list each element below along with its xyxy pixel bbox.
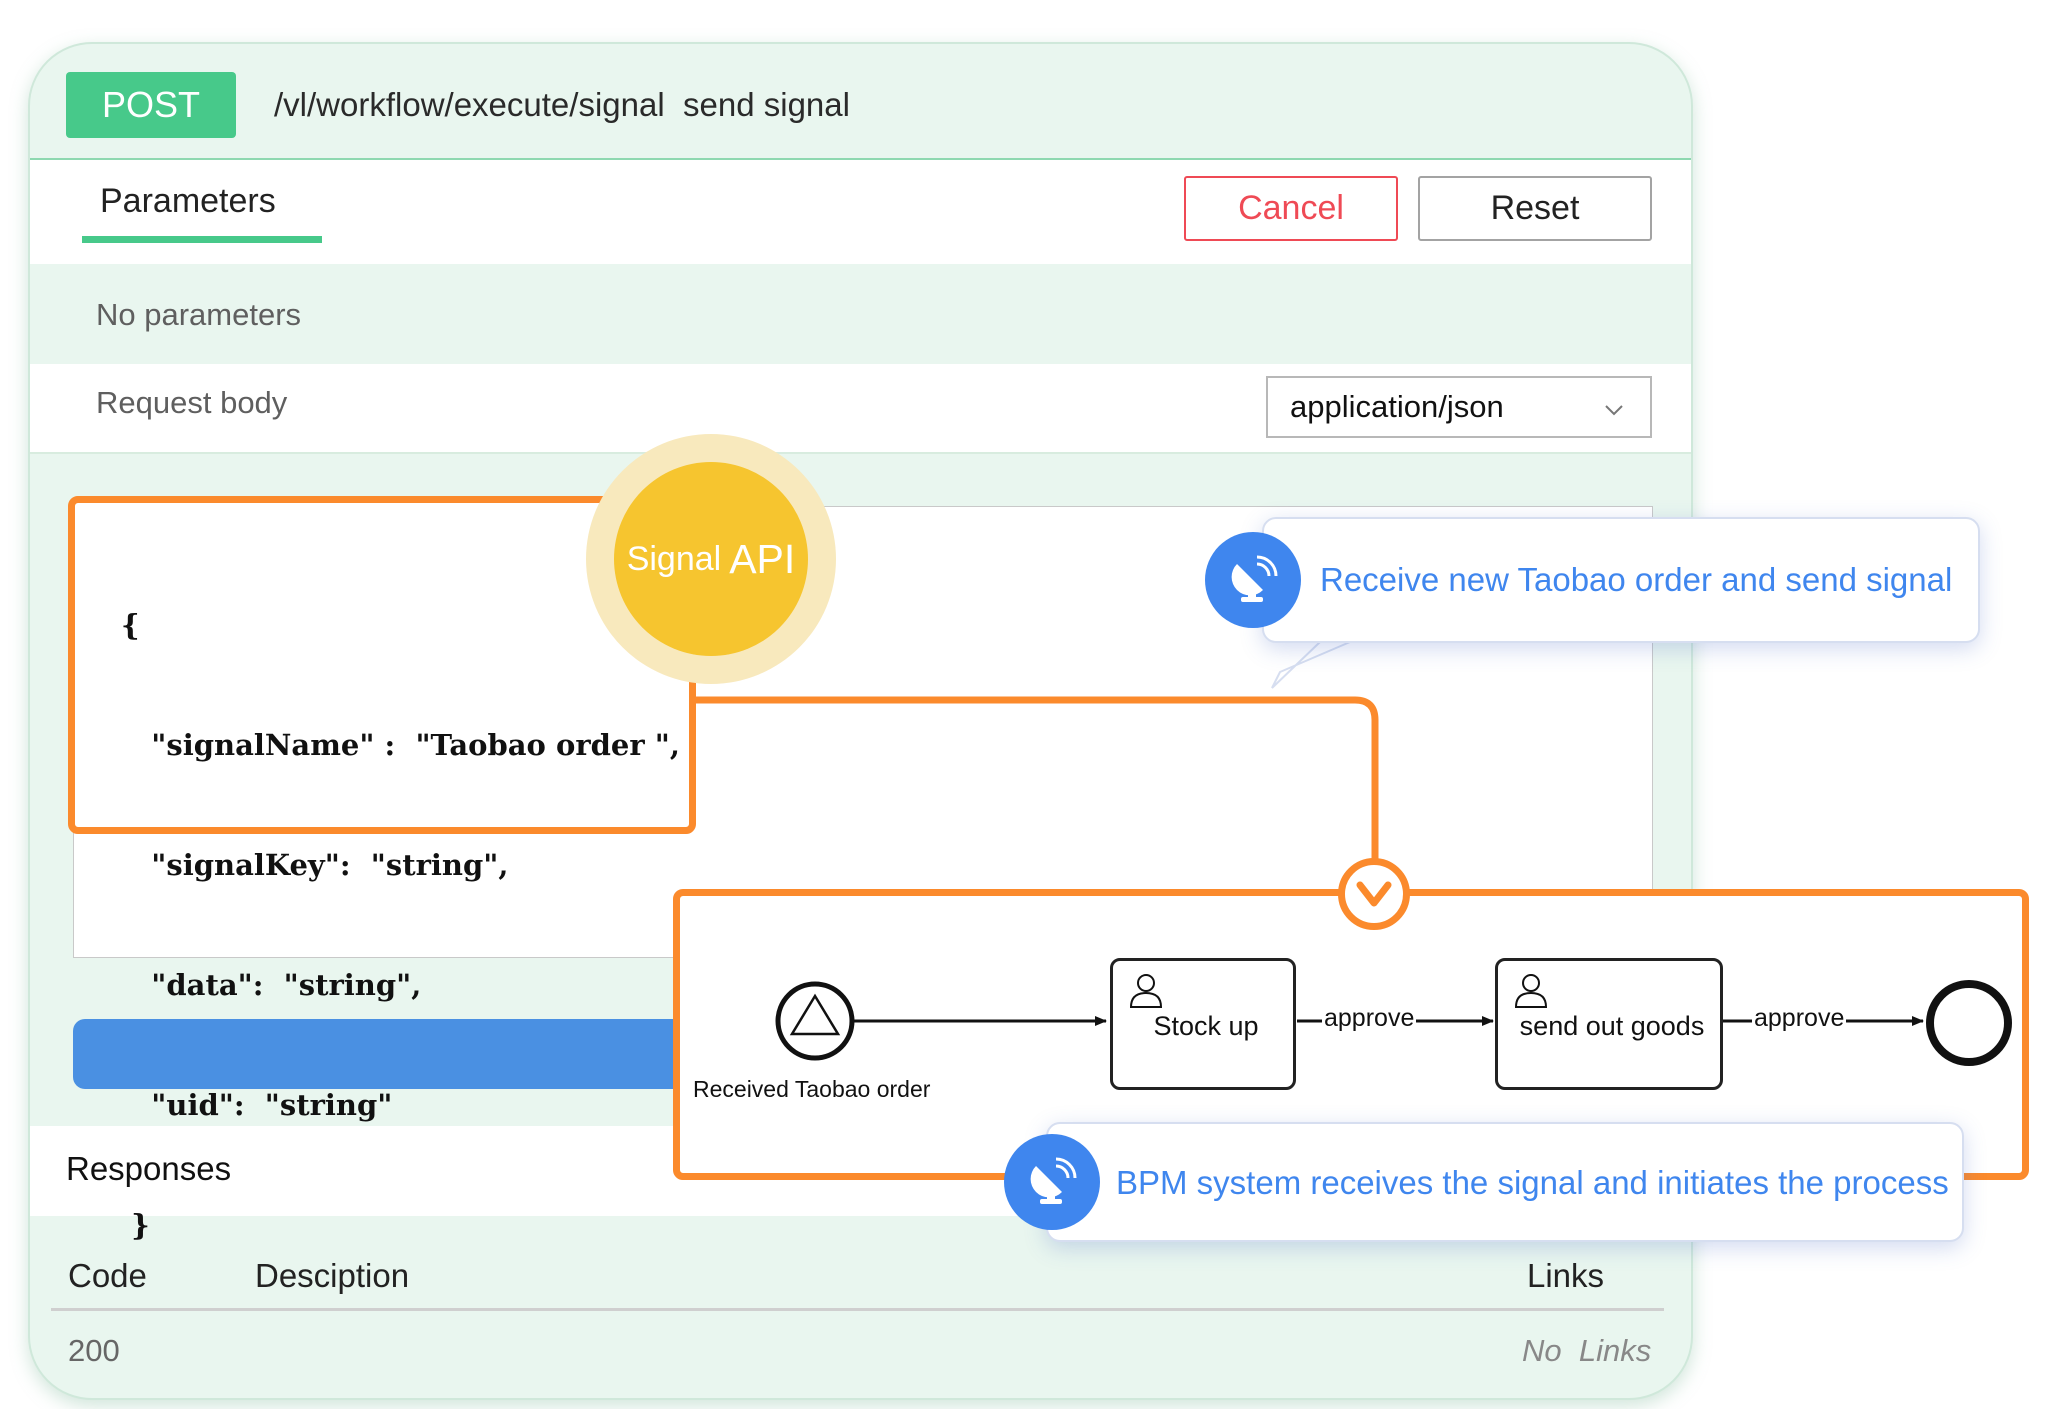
task-label: send out goods (1519, 1011, 1705, 1041)
code-line: "data": "string", (121, 968, 422, 1002)
tab-parameters[interactable]: Parameters (100, 182, 276, 220)
request-body-row: Request body application/json (30, 364, 1691, 454)
user-task-icon (1129, 974, 1163, 1008)
chevron-down-icon (1605, 405, 1623, 416)
tab-underline (82, 236, 322, 243)
start-event[interactable] (775, 981, 855, 1061)
start-event-label: Received Taobao order (693, 1076, 931, 1102)
signal-api-badge-inner: Signal API (614, 462, 808, 656)
callout-bottom: BPM system receives the signal and initi… (1046, 1122, 1964, 1242)
signal-api-badge: Signal API (586, 434, 836, 684)
task-label: Stock up (1153, 1011, 1259, 1041)
column-links: Links (1527, 1257, 1605, 1294)
flow-label-approve: approve (1322, 1004, 1417, 1033)
no-parameters-text: No parameters (96, 297, 302, 332)
flow-label-approve: approve (1752, 1004, 1847, 1033)
responses-title: Responses (66, 1150, 232, 1187)
satellite-icon (1205, 532, 1301, 628)
user-task-icon (1514, 974, 1548, 1008)
badge-word-signal: Signal (626, 539, 722, 578)
callout-bottom-text: BPM system receives the signal and initi… (1116, 1164, 1949, 1201)
content-type-select[interactable]: application/json (1266, 376, 1652, 438)
chevron-down-icon (1356, 881, 1392, 907)
content-type-value: application/json (1290, 389, 1504, 424)
chevron-joint (1338, 858, 1410, 930)
column-description: Desciption (255, 1257, 410, 1294)
callout-top-text: Receive new Taobao order and send signal (1320, 561, 1953, 598)
badge-word-api: API (729, 535, 796, 582)
code-line: "signalName" : "Taobao order ", (121, 728, 680, 762)
tab-bar: Parameters Cancel Reset (30, 158, 1691, 264)
cancel-button[interactable]: Cancel (1184, 176, 1398, 241)
code-line: "signalKey": "string", (121, 848, 509, 882)
table-divider (51, 1308, 1664, 1311)
reset-button[interactable]: Reset (1418, 176, 1652, 241)
code-line: { (121, 608, 140, 642)
triangle-icon (789, 993, 841, 1036)
code-line: } (121, 1208, 150, 1242)
task-stock-up[interactable]: Stock up (1110, 958, 1296, 1090)
end-event[interactable] (1926, 980, 2012, 1066)
code-line: "uid": "string" (121, 1088, 393, 1122)
method-badge: POST (66, 72, 236, 138)
response-links: No Links (1522, 1333, 1652, 1368)
code-block[interactable]: { "signalName" : "Taobao order ", "signa… (121, 525, 680, 1325)
callout-top: Receive new Taobao order and send signal (1262, 517, 1980, 643)
connector-line (696, 696, 1379, 860)
request-body-label: Request body (96, 385, 288, 420)
column-code: Code (68, 1257, 147, 1294)
response-code: 200 (68, 1333, 120, 1368)
satellite-icon (1004, 1134, 1100, 1230)
task-send-out-goods[interactable]: send out goods (1495, 958, 1723, 1090)
endpoint-path: /vl/workflow/execute/signal send signal (274, 86, 850, 123)
